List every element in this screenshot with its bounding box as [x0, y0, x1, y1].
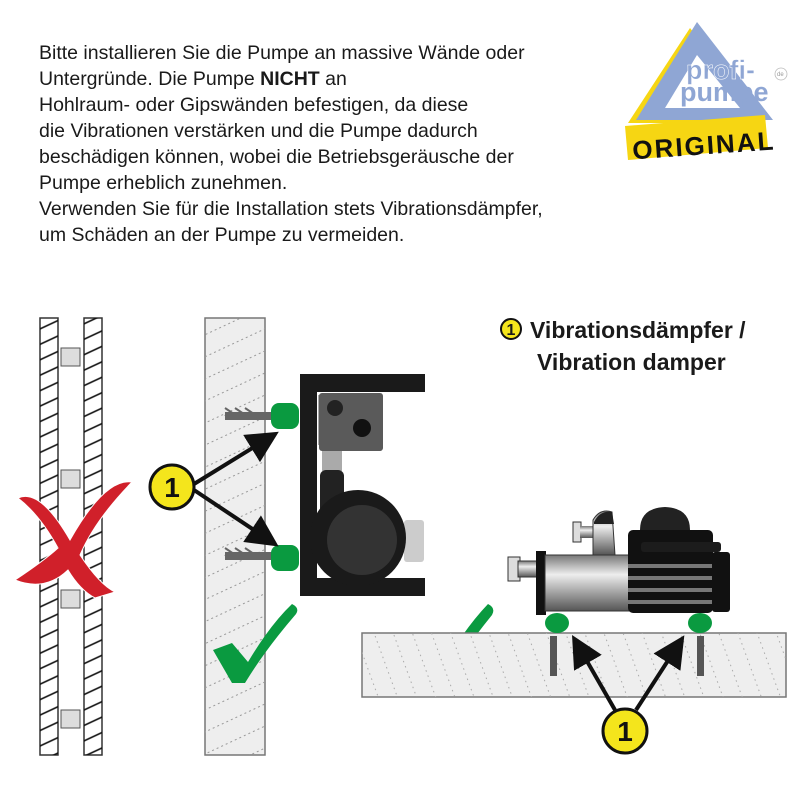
solid-wall — [204, 317, 266, 756]
instruction-line: Bitte installieren Sie die Pumpe an mass… — [39, 42, 525, 64]
instruction-line: die Vibrationen verstärken und die Pumpe… — [39, 120, 478, 142]
instruction-line: Untergründe. Die Pumpe NICHT an — [39, 66, 659, 92]
callout-floor-dampers: 1 — [572, 635, 685, 755]
wall-anchors — [224, 407, 273, 560]
instruction-line: Verwenden Sie für die Installation stets… — [39, 198, 543, 220]
vibration-damper — [688, 613, 712, 633]
vibration-damper — [545, 613, 569, 633]
profi-pumpe-logo: profi- pumpe de ORIGINAL — [625, 22, 788, 165]
instruction-line: Pumpe erheblich zunehmen. — [39, 172, 288, 194]
instruction-line: um Schäden an der Pumpe zu vermeiden. — [39, 224, 405, 246]
vibration-damper — [271, 403, 299, 429]
callout-number: 1 — [617, 716, 633, 747]
wall-mounted-pump — [300, 374, 425, 596]
logo-text-profi: profi- — [686, 55, 755, 85]
red-x-icon — [13, 481, 134, 599]
floor-pump — [507, 507, 730, 615]
instruction-line: Hohlraum- oder Gipswänden befestigen, da… — [39, 94, 469, 116]
vibration-damper — [271, 545, 299, 571]
instruction-text: an — [319, 68, 347, 90]
legend-label-de: Vibrationsdämpfer / — [530, 317, 746, 343]
green-check-icon — [213, 604, 298, 683]
emphasis-nicht: NICHT — [260, 68, 320, 90]
logo-text-pumpe: pumpe — [680, 77, 769, 107]
legend: 1 Vibrationsdämpfer / Vibration damper — [500, 314, 746, 378]
hollow-wall — [39, 317, 103, 756]
instruction-line: beschädigen können, wobei die Betriebsge… — [39, 146, 514, 168]
installation-instructions: Bitte installieren Sie die Pumpe an mass… — [39, 40, 659, 248]
floor-slab — [361, 632, 787, 698]
callout-number: 1 — [164, 472, 180, 503]
callout-wall-dampers: 1 — [148, 431, 279, 547]
legend-number-badge: 1 — [500, 318, 522, 340]
instruction-text: Untergründe. Die Pumpe — [39, 68, 261, 90]
logo-text-de: de — [777, 72, 784, 78]
legend-label-en: Vibration damper — [537, 349, 726, 375]
